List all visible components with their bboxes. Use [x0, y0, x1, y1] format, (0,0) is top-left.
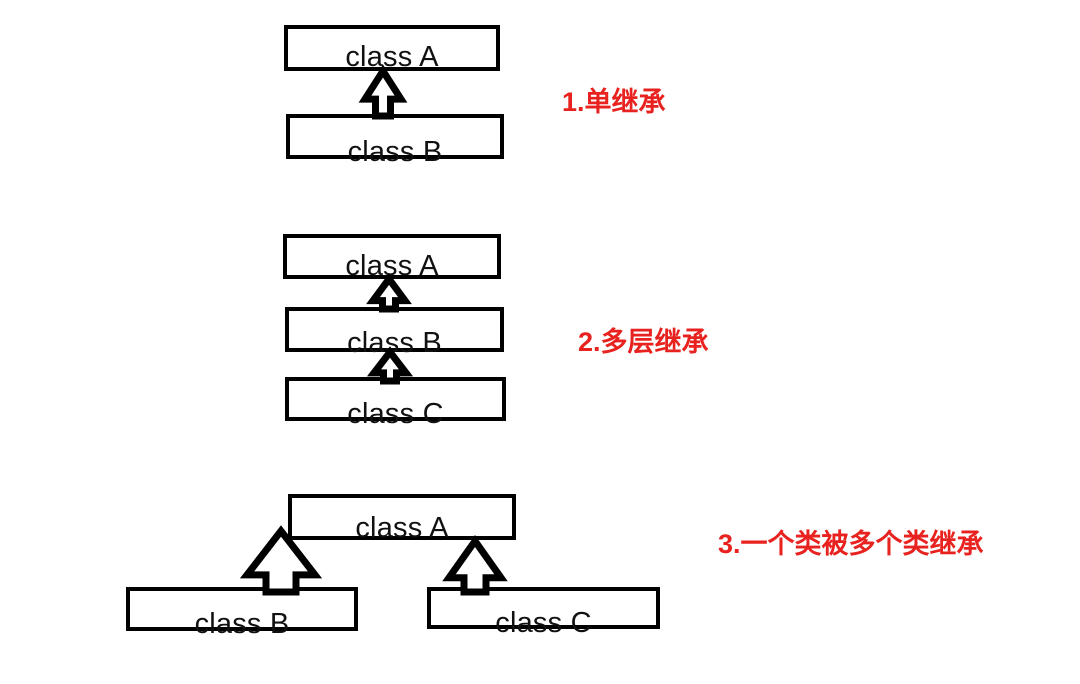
class-box-label: class B — [347, 326, 442, 359]
class-box-label: class C — [347, 398, 444, 430]
class-box-class-b: class B — [285, 307, 504, 359]
annotation-label: 2.多层继承 — [578, 327, 709, 357]
class-box-class-a: class A — [283, 234, 501, 282]
annotation-label: 3.一个类被多个类继承 — [718, 529, 984, 559]
inheritance-arrow — [358, 64, 408, 120]
class-box-label: class C — [495, 607, 592, 639]
class-box-class-b: class B — [286, 114, 504, 168]
class-box-label: class B — [347, 135, 443, 168]
class-box-class-c: class C — [427, 587, 660, 639]
class-box-label: class B — [194, 608, 290, 640]
class-box-label: class A — [345, 41, 439, 73]
class-box-label: class A — [345, 249, 439, 282]
class-box-label: class A — [355, 512, 449, 544]
annotation-label: 1.单继承 — [562, 87, 666, 117]
class-box-class-a: class A — [284, 25, 500, 73]
class-box-class-c: class C — [285, 377, 506, 430]
inheritance-arrow — [366, 273, 412, 313]
class-box-class-a: class A — [288, 494, 516, 544]
inheritance-arrow — [442, 534, 508, 596]
class-box-class-b: class B — [126, 587, 358, 640]
